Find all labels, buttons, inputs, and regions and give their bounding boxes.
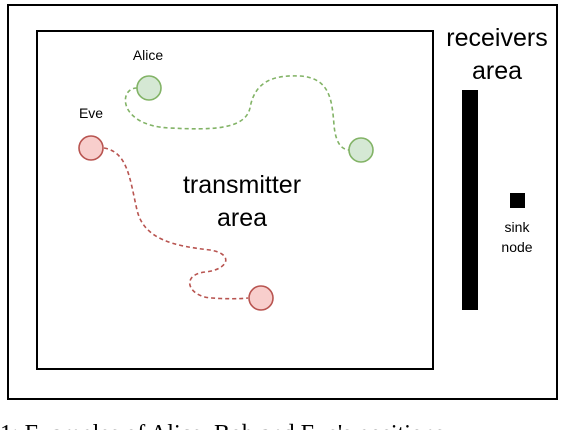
- alice-movement-path: [124, 75, 351, 151]
- alice-start-node: [136, 75, 162, 101]
- transmitter-area-label-line2: area: [217, 204, 267, 232]
- transmitter-area-label-line1: transmitter: [183, 171, 301, 199]
- alice-end-node: [348, 137, 374, 163]
- outer-frame: [7, 4, 558, 400]
- sink-node-label-line2: node: [501, 239, 532, 255]
- receivers-area-label-line1: receivers: [446, 24, 547, 52]
- eve-label: Eve: [79, 105, 103, 121]
- eve-end-node: [248, 285, 274, 311]
- receivers-bar: [462, 90, 478, 310]
- receivers-area-label-line2: area: [472, 57, 522, 85]
- transmitter-area-box: [36, 30, 434, 370]
- eve-start-node: [78, 135, 104, 161]
- sink-node-marker: [510, 193, 525, 208]
- eve-movement-path: [103, 147, 249, 300]
- sink-node-label-line1: sink: [505, 219, 531, 235]
- figure-caption: 1: Examples of Alice, Bob and Eve's posi…: [0, 421, 444, 430]
- alice-label: Alice: [133, 47, 164, 63]
